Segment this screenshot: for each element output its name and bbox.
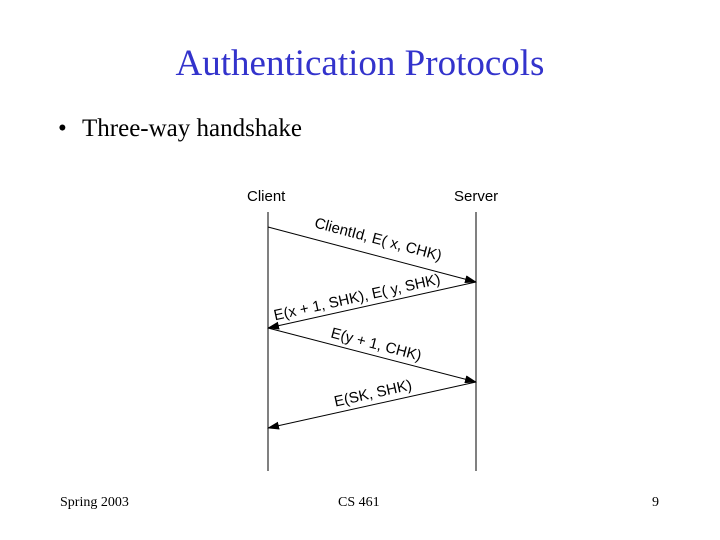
bullet-marker: •	[58, 115, 67, 142]
slide-title: Authentication Protocols	[175, 43, 545, 84]
message-label-1: ClientId, E( x, CHK)	[313, 215, 444, 265]
message-arrow-4	[267, 381, 477, 430]
bullet-text: Three-way handshake	[82, 115, 303, 142]
message-label-4: E(SK, SHK)	[333, 377, 414, 411]
bullet-item: • Three-way handshake	[58, 115, 302, 143]
message-arrow-3	[267, 327, 477, 384]
server-label: Server	[454, 188, 498, 205]
message-arrow-1	[267, 226, 477, 284]
client-label: Client	[247, 188, 286, 205]
footer-course: CS 461	[338, 495, 380, 510]
message-label-2: E(x + 1, SHK), E( y, SHK)	[272, 271, 442, 324]
message-label-3: E(y + 1, CHK)	[329, 325, 423, 365]
footer-page-number: 9	[652, 495, 659, 510]
message-arrow-2	[267, 281, 477, 330]
footer-date: Spring 2003	[60, 495, 129, 510]
